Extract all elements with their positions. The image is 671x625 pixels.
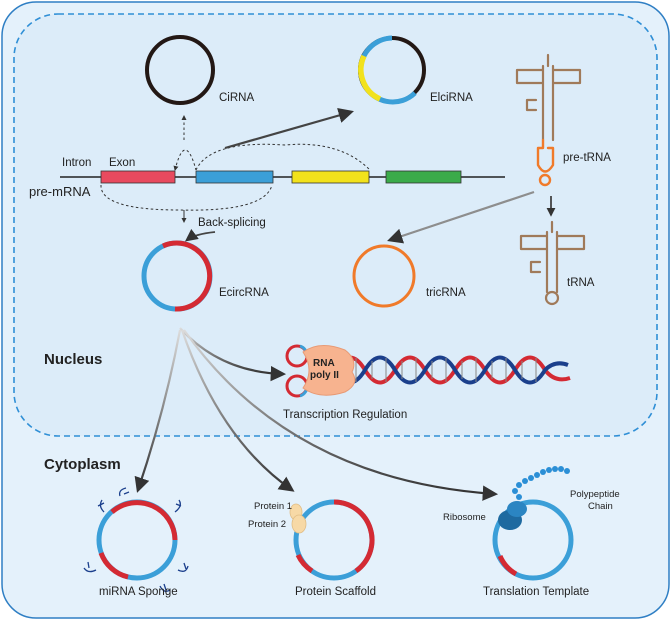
mirna-sponge-circle (83, 487, 189, 592)
translation-template-label: Translation Template (483, 586, 589, 598)
cirna-splice-arc (173, 149, 197, 171)
protein-scaffold-circle (293, 499, 375, 581)
elcirna-circle (358, 35, 426, 105)
back-splicing-arc (100, 184, 273, 211)
translation-template-circle (492, 499, 574, 581)
cirna-label: CiRNA (219, 92, 254, 104)
exon-4 (385, 170, 462, 184)
elcirna-label: ElciRNA (430, 92, 473, 104)
arrow-to-protein-scaffold (180, 329, 295, 492)
elcirna-splice-arc (195, 143, 371, 171)
transcription-regulation-label: Transcription Regulation (283, 409, 407, 421)
pre-trna-to-tricrna-arrow (387, 190, 535, 244)
rna-poly-label-1: RNA (313, 358, 335, 369)
dna-helix (333, 355, 571, 385)
pre-mrna-label: pre-mRNA (29, 184, 91, 199)
rna-polymerase (302, 345, 356, 396)
nucleus-label: Nucleus (44, 351, 102, 368)
polypeptide-chain (512, 466, 570, 500)
protein-1-label: Protein 1 (254, 501, 292, 512)
trna-label: tRNA (567, 277, 595, 289)
pre-trna-label: pre-tRNA (563, 152, 611, 164)
back-splicing-to-ecircrna-arrow (184, 228, 216, 242)
exon-2 (195, 170, 274, 184)
intron-label: Intron (62, 157, 91, 169)
polypeptide-label-2: Chain (588, 501, 613, 512)
ecircrna-label: EcircRNA (219, 287, 269, 299)
arrow-to-translation-template (183, 329, 499, 501)
ribosome-label: Ribosome (443, 512, 486, 523)
ribosome-shape (498, 501, 527, 530)
polypeptide-label-1: Polypeptide (570, 489, 620, 500)
tricrna-label: tricRNA (426, 287, 466, 299)
rna-poly-label-2: poly II (310, 370, 339, 381)
protein-2-label: Protein 2 (248, 519, 286, 530)
cirna-circle (145, 35, 215, 105)
ecircrna-circle (141, 240, 213, 312)
protein-scaffold-label: Protein Scaffold (295, 586, 376, 598)
elcirna-release-arrow (224, 107, 354, 150)
tricrna-circle (352, 244, 416, 308)
protein-2-shape (291, 514, 307, 534)
mirna-sponge-label: miRNA Sponge (99, 586, 178, 598)
exon-1 (100, 170, 176, 184)
exon-3 (291, 170, 370, 184)
transcription-complex: RNA poly II (285, 344, 571, 398)
pre-trna-structure (515, 53, 582, 187)
nucleus-area (13, 13, 658, 437)
trna-structure (519, 220, 586, 306)
cytoplasm-label: Cytoplasm (44, 456, 121, 473)
exon-label: Exon (109, 157, 135, 169)
arrow-to-mirna-sponge (134, 329, 182, 493)
back-splicing-label: Back-splicing (198, 217, 266, 229)
